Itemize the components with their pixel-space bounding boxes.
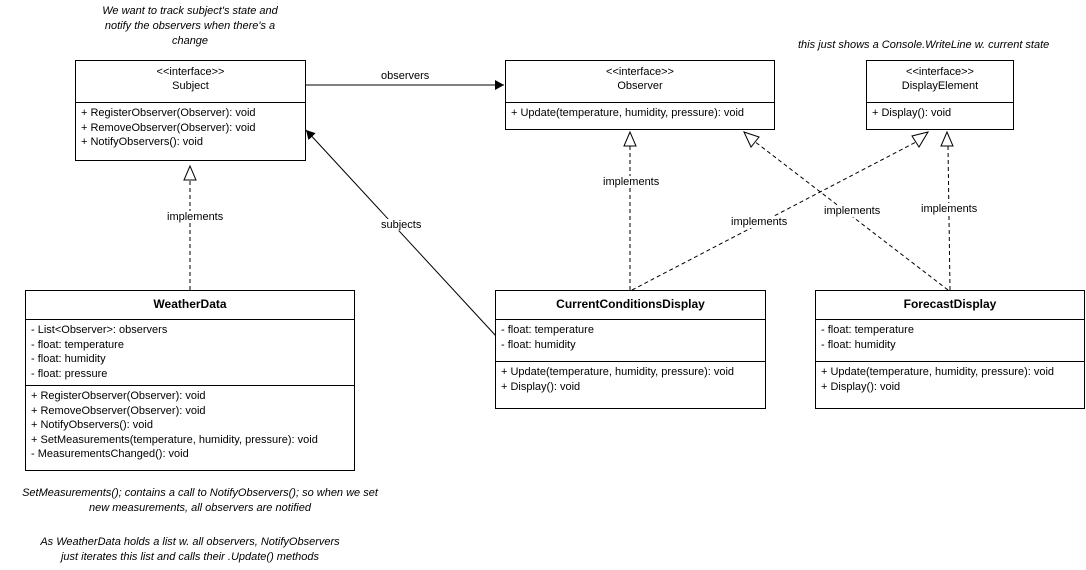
display-note: this just shows a Console.WriteLine w. c… <box>798 39 1050 51</box>
class-header: ForecastDisplay <box>816 291 1084 319</box>
realization-arrowhead <box>743 131 760 148</box>
top-note-line: notify the observers when there's a <box>104 20 276 32</box>
bottom-note-2-line: As WeatherData holds a list w. all obser… <box>40 536 340 548</box>
class-name: CurrentConditionsDisplay <box>556 297 705 311</box>
implements-edge-label: implements <box>602 176 661 188</box>
bottom-note-1: SetMeasurements(); contains a call to No… <box>10 486 390 516</box>
methods-section: + Update(temperature, humidity, pressure… <box>496 361 765 398</box>
subjects-edge-label: subjects <box>380 219 423 231</box>
implements-edge-label: implements <box>166 211 225 223</box>
class-header: <<interface>> Observer <box>506 61 774 102</box>
class-name: Observer <box>617 80 663 92</box>
bottom-note-2-line: just iterates this list and calls their … <box>60 551 319 563</box>
field-row: - float: humidity <box>501 338 576 351</box>
display-element-interface-box[interactable]: <<interface>> DisplayElement + Display()… <box>866 60 1014 130</box>
bottom-note-1-line: new measurements, all observers are noti… <box>89 502 311 514</box>
method-row: + Display(): void <box>821 380 901 393</box>
class-name: DisplayElement <box>901 80 979 92</box>
field-row: - float: pressure <box>31 367 108 380</box>
method-row: + RemoveObserver(Observer): void <box>81 121 256 134</box>
field-row: - float: temperature <box>501 324 594 336</box>
implements-edge-label: implements <box>823 205 882 217</box>
stereotype-label: <<interface>> <box>606 66 674 78</box>
subject-interface-box[interactable]: <<interface>> Subject + RegisterObserver… <box>75 60 306 161</box>
class-name: Subject <box>172 80 209 92</box>
association-subjects-line <box>305 129 497 337</box>
methods-section: + Update(temperature, humidity, pressure… <box>506 102 774 125</box>
top-note-line: We want to track subject's state and <box>102 5 278 17</box>
methods-section: + RegisterObserver(Observer): void + Rem… <box>76 102 305 154</box>
class-name: WeatherData <box>153 297 227 311</box>
observer-interface-box[interactable]: <<interface>> Observer + Update(temperat… <box>505 60 775 130</box>
forecast-class-box[interactable]: ForecastDisplay - float: temperature - f… <box>815 290 1085 409</box>
field-row: - List<Observer>: observers <box>31 324 168 336</box>
class-name: ForecastDisplay <box>903 297 997 311</box>
top-note: We want to track subject's state and not… <box>80 4 300 49</box>
realization-arrowhead <box>940 130 954 147</box>
class-header: CurrentConditionsDisplay <box>496 291 765 319</box>
class-header: <<interface>> Subject <box>76 61 305 102</box>
method-row: + Update(temperature, humidity, pressure… <box>501 366 735 378</box>
field-row: - float: temperature <box>31 338 124 351</box>
stereotype-label: <<interface>> <box>156 66 225 78</box>
fields-section: - float: temperature - float: humidity <box>496 319 765 361</box>
implements-edge-label: implements <box>920 203 979 215</box>
bottom-note-2: As WeatherData holds a list w. all obser… <box>10 535 370 565</box>
implements-forecast-display-line <box>947 145 951 291</box>
methods-section: + RegisterObserver(Observer): void + Rem… <box>26 385 354 466</box>
current-conditions-class-box[interactable]: CurrentConditionsDisplay - float: temper… <box>495 290 766 409</box>
field-row: - float: temperature <box>821 324 914 336</box>
method-row: + NotifyObservers(): void <box>31 419 153 431</box>
method-row: + NotifyObservers(): void <box>81 136 203 148</box>
fields-section: - float: temperature - float: humidity <box>816 319 1084 361</box>
weatherdata-class-box[interactable]: WeatherData - List<Observer>: observers … <box>25 290 355 471</box>
observers-edge-label: observers <box>380 70 431 82</box>
stereotype-label: <<interface>> <box>906 66 974 78</box>
field-row: - float: humidity <box>821 338 896 351</box>
bottom-note-1-line: SetMeasurements(); contains a call to No… <box>22 487 378 499</box>
method-row: + Display(): void <box>872 107 952 119</box>
implements-edge-label: implements <box>730 216 789 228</box>
method-row: + RemoveObserver(Observer): void <box>31 404 206 417</box>
field-row: - float: humidity <box>31 353 106 365</box>
method-row: - MeasurementsChanged(): void <box>31 448 189 460</box>
method-row: + SetMeasurements(temperature, humidity,… <box>31 433 318 446</box>
method-row: + Update(temperature, humidity, pressure… <box>821 366 1055 378</box>
method-row: + RegisterObserver(Observer): void <box>31 390 206 402</box>
implements-current-display-line <box>631 140 919 291</box>
method-row: + Display(): void <box>501 380 581 393</box>
class-header: WeatherData <box>26 291 354 319</box>
realization-arrowhead <box>911 131 930 148</box>
realization-arrowhead <box>623 130 637 147</box>
class-header: <<interface>> DisplayElement <box>867 61 1013 102</box>
fields-section: - List<Observer>: observers - float: tem… <box>26 319 354 385</box>
realization-arrowhead <box>183 164 197 181</box>
methods-section: + Display(): void <box>867 102 1013 125</box>
method-row: + RegisterObserver(Observer): void <box>81 107 256 119</box>
methods-section: + Update(temperature, humidity, pressure… <box>816 361 1084 398</box>
top-note-line: change <box>171 35 209 47</box>
method-row: + Update(temperature, humidity, pressure… <box>511 107 745 119</box>
